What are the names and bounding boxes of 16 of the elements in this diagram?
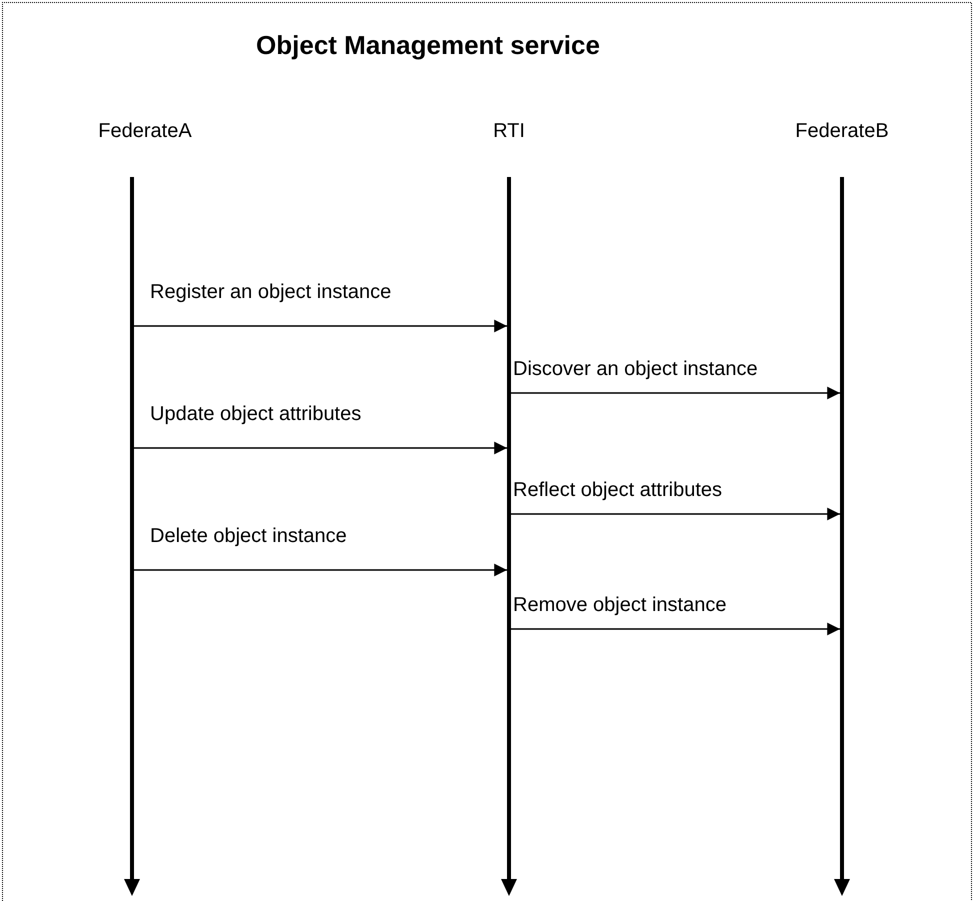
message-arrow <box>134 320 507 332</box>
message-arrow <box>134 442 507 454</box>
message-arrow <box>134 564 507 576</box>
edge-label: Reflect object attributes <box>513 478 722 502</box>
lifeline-heading: FederateB <box>794 119 890 143</box>
lifeline-heading: RTI <box>492 119 526 143</box>
edge-label: Update object attributes <box>150 402 362 426</box>
edge-label: Delete object instance <box>150 524 347 548</box>
edge-label: Register an object instance <box>150 280 392 304</box>
lifeline-heading: FederateA <box>97 119 193 143</box>
diagram-title: Object Management service <box>255 29 601 61</box>
message-arrow <box>511 622 840 636</box>
edge-label: Discover an object instance <box>513 357 758 381</box>
message-arrow <box>511 508 840 520</box>
message-arrow <box>511 386 840 400</box>
edge-label: Remove object instance <box>513 593 726 617</box>
